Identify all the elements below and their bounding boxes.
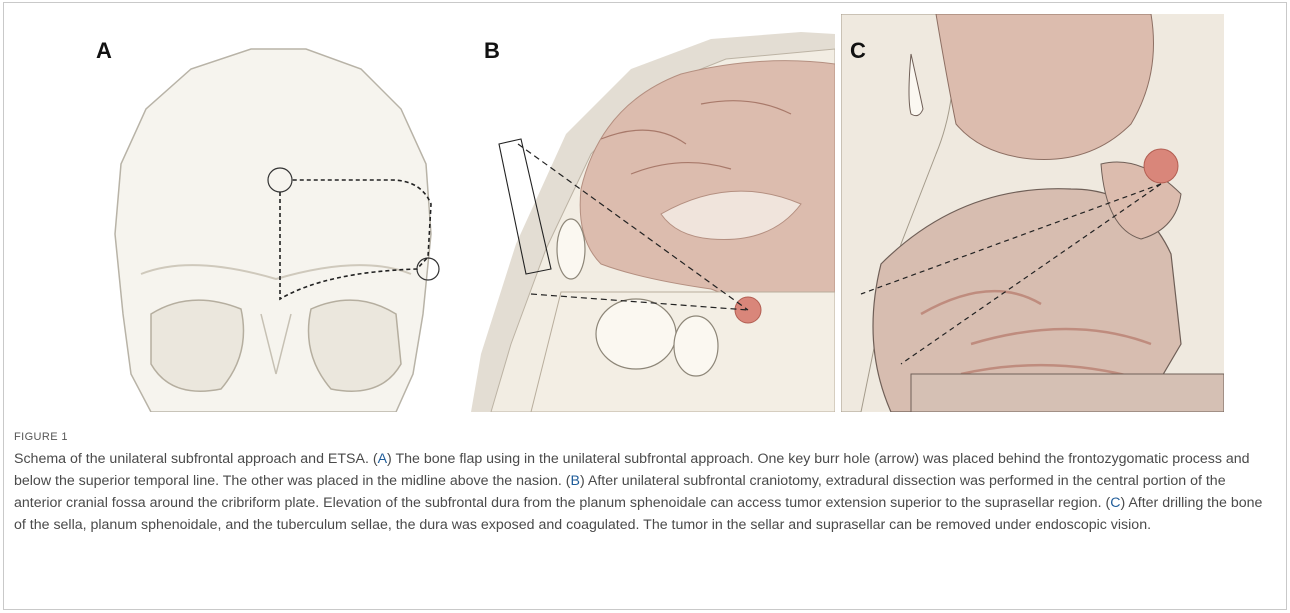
figure-label: FIGURE 1 bbox=[14, 431, 68, 443]
panel-letter-b: B bbox=[484, 38, 500, 64]
panel-letter-a: A bbox=[96, 38, 112, 64]
caption-ref-a[interactable]: A bbox=[378, 451, 387, 467]
sagittal-brain-section-icon bbox=[471, 14, 835, 412]
caption-intro: Schema of the unilateral subfrontal appr… bbox=[14, 451, 378, 467]
panel-b-sagittal-illustration bbox=[471, 14, 835, 412]
panel-letter-c: C bbox=[850, 38, 866, 64]
skull-frontal-view-icon bbox=[91, 14, 461, 412]
panel-c-sellar-illustration bbox=[841, 14, 1224, 412]
figure-caption: Schema of the unilateral subfrontal appr… bbox=[14, 448, 1272, 536]
caption-ref-b[interactable]: B bbox=[571, 473, 580, 489]
panel-a-skull-illustration bbox=[91, 14, 461, 412]
caption-ref-c[interactable]: C bbox=[1110, 495, 1120, 511]
tumor-icon bbox=[1144, 149, 1178, 183]
sellar-region-section-icon bbox=[841, 14, 1224, 412]
